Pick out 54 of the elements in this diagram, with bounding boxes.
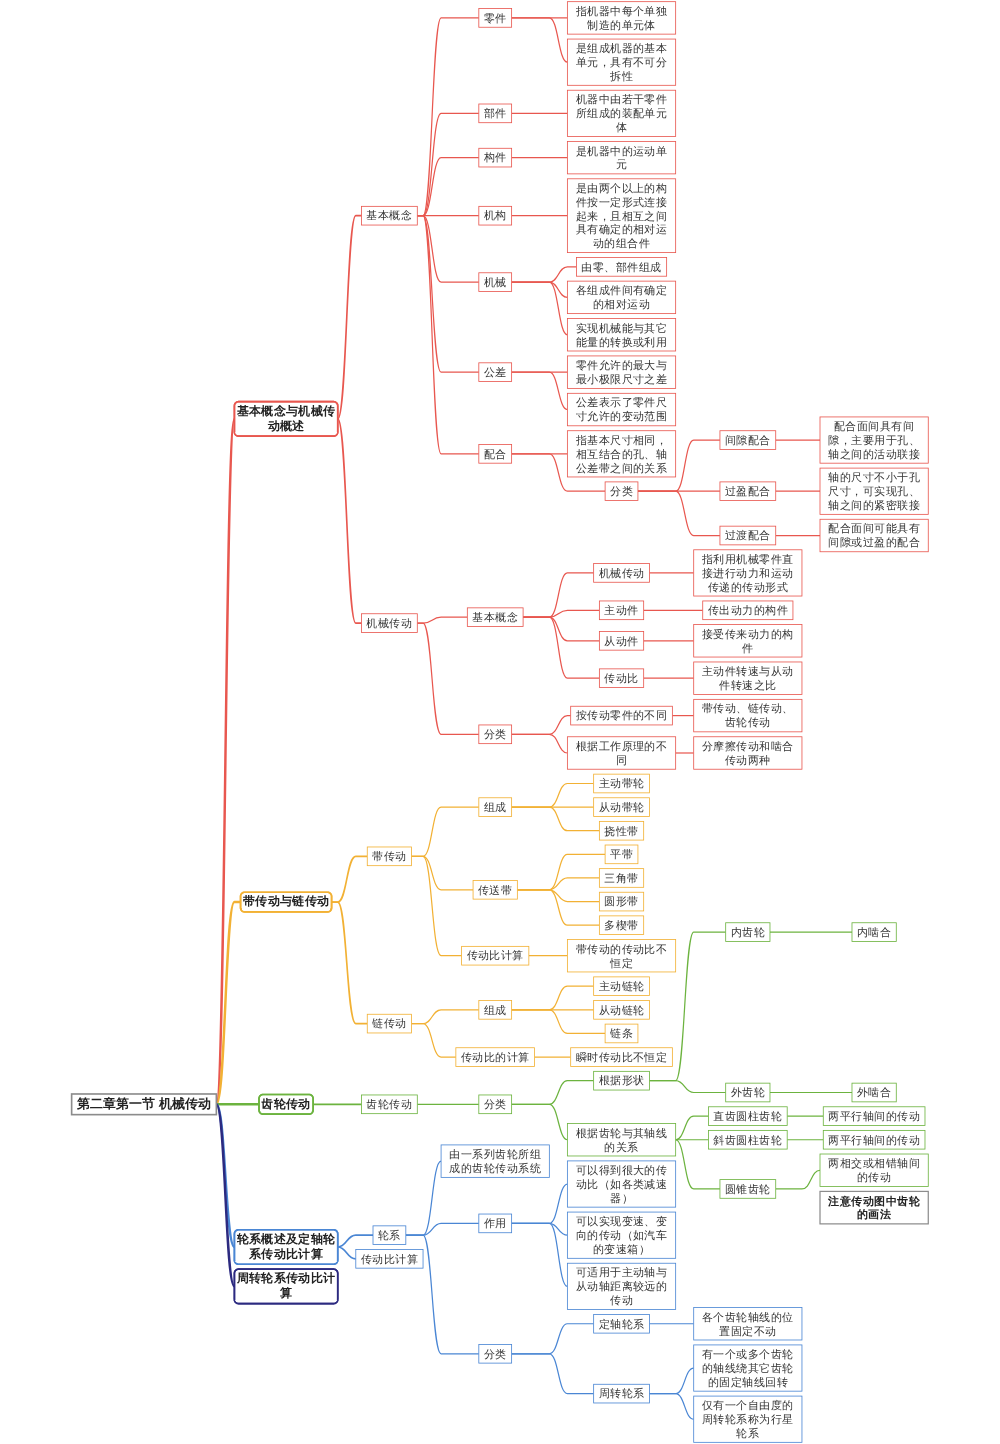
connector [534, 1056, 572, 1058]
connector [775, 490, 821, 492]
connector [786, 1115, 824, 1117]
connector [416, 215, 480, 455]
connector [511, 371, 569, 411]
connector [312, 1103, 363, 1106]
connector [769, 1091, 853, 1094]
connector [648, 1080, 727, 1094]
connector [648, 1323, 695, 1325]
connector [336, 418, 363, 624]
connector [675, 1139, 710, 1141]
connector [775, 439, 821, 441]
connector [336, 214, 363, 420]
connector [786, 1139, 824, 1141]
connector [416, 622, 480, 735]
connector [648, 572, 695, 574]
connector [405, 1234, 480, 1355]
connector [675, 752, 695, 754]
connector [522, 616, 601, 679]
connector [511, 1222, 569, 1287]
connector [511, 1103, 569, 1141]
connector [511, 281, 569, 336]
connector [528, 955, 569, 957]
connector [769, 931, 853, 933]
connector [511, 1353, 595, 1395]
connector [215, 900, 241, 1106]
connector [511, 157, 569, 159]
connector [643, 677, 695, 679]
connector [775, 1169, 821, 1190]
connector [416, 1103, 480, 1105]
connector [675, 1139, 721, 1190]
connector [215, 1103, 236, 1288]
connector [330, 901, 369, 1025]
connector [336, 1234, 374, 1248]
connector [511, 112, 569, 114]
connector [410, 855, 463, 957]
connector [675, 1115, 710, 1141]
connector [516, 889, 601, 926]
connector [511, 17, 569, 63]
connector [637, 490, 721, 537]
connector [643, 640, 695, 642]
connector [511, 215, 569, 217]
connector [648, 1393, 695, 1420]
connector [215, 1103, 260, 1106]
connector [671, 715, 695, 717]
connector [511, 806, 601, 832]
connector [511, 1009, 606, 1035]
connector [775, 534, 821, 537]
connector [215, 1103, 236, 1249]
connector [410, 1023, 457, 1058]
connector [336, 1246, 357, 1260]
connector [511, 733, 569, 754]
connector [511, 453, 606, 492]
connector [643, 609, 704, 611]
